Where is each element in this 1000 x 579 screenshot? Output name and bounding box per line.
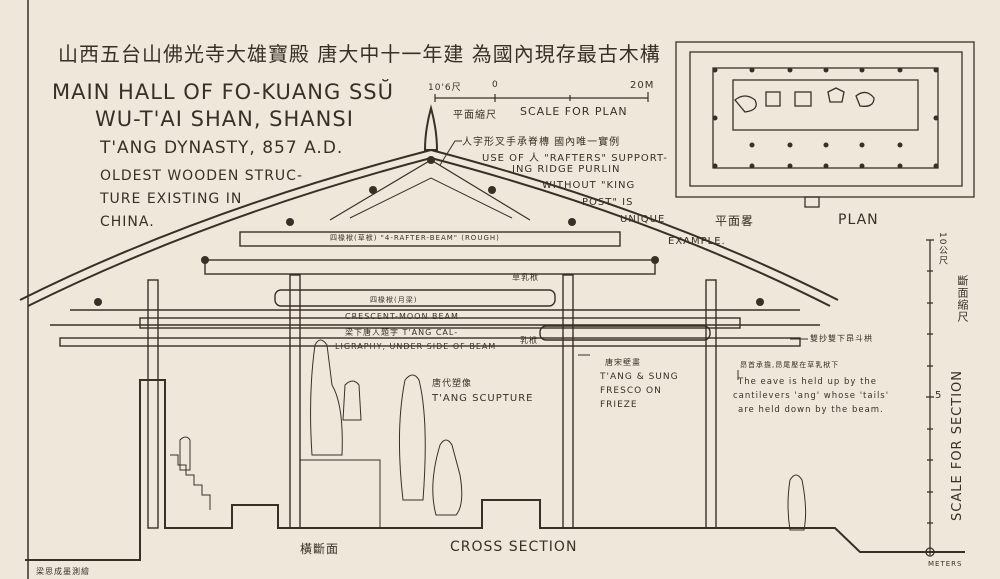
rafter-note-4: POST" IS (582, 197, 634, 208)
sculpture-english: T'ANG SCUPTURE (432, 393, 534, 404)
rafter-note-1: USE OF 人 "RAFTERS" SUPPORT- (482, 153, 668, 164)
purlins (94, 156, 764, 306)
eave-note-1: The eave is held up by the (738, 377, 878, 387)
section-scale-bar (925, 239, 935, 557)
plan-label-chinese: 平面畧 (715, 214, 755, 228)
note-line-1: OLDEST WOODEN STRUC- (100, 168, 304, 184)
cao-ru-fu-label: 草乳栿 (512, 273, 539, 282)
section-scale-chinese: 斷面縮尺 (956, 275, 969, 323)
section-scale-units: METERS (928, 560, 963, 568)
caption-chinese: 橫斷面 (300, 542, 340, 556)
note-line-3: CHINA. (100, 214, 155, 230)
plan-scale-chinese: 平面縮尺 (453, 110, 497, 121)
rafter-note-5: UNIQUE (620, 214, 666, 225)
fresco-2: FRESCO ON (600, 386, 662, 396)
leader-lines (439, 140, 808, 380)
subtitle-location: WU-T'AI SHAN, SHANSI (95, 107, 354, 131)
ru-fu-label: 乳栿 (520, 336, 538, 345)
rafter-note-chinese: 人字形叉手承脊槫 國內唯一實例 (462, 137, 621, 148)
plan-scale-english: SCALE FOR PLAN (520, 105, 628, 118)
section-scale-top: 10公尺 (937, 232, 947, 266)
platform (25, 379, 965, 561)
plan-scale-bar (434, 92, 649, 102)
bracket-label: 雙抄雙下昂斗栱 (810, 334, 873, 343)
dynasty-date: T'ANG DYNASTY, 857 A.D. (100, 138, 344, 158)
plan-label-english: PLAN (838, 212, 879, 228)
crescent-beam-3: LIGRAPHY, UNDER SIDE OF BEAM (335, 342, 497, 351)
four-rafter-beam-label: 四椽栿(草栿) "4-RAFTER-BEAM" (ROUGH) (330, 234, 500, 242)
note-line-2: TURE EXISTING IN (100, 191, 243, 207)
section-scale-english: SCALE FOR SECTION (950, 370, 965, 521)
fresco-1: T'ANG & SUNG (600, 372, 679, 382)
eave-note-3: are held down by the beam. (738, 405, 884, 415)
eave-chinese: 昂首承擔,昂尾壓在草乳栿下 (740, 361, 840, 369)
title-english: MAIN HALL OF FO-KUANG SSŬ (52, 80, 394, 104)
rafter-note-3: WITHOUT "KING (542, 180, 636, 191)
fresco-3: FRIEZE (600, 400, 638, 410)
plan-scale-left: 10'6尺 (428, 83, 462, 93)
crescent-beam-chinese: 四椽栿(月梁) (370, 296, 418, 304)
caption-english: CROSS SECTION (450, 539, 578, 555)
statues (179, 339, 807, 531)
beams (50, 231, 820, 347)
sculpture-chinese: 唐代塑像 (432, 379, 473, 389)
chinese-title: 山西五台山佛光寺大雄寶殿 唐大中十一年建 為國內現存最古木構 (58, 42, 661, 66)
crescent-beam-2: 梁下唐人題字 T'ANG CAL- (345, 328, 459, 337)
fresco-chinese: 唐宋壁畫 (605, 358, 641, 367)
rafter-note-6: EXAMPLE. (668, 236, 726, 247)
crescent-beam-1: CRESCENT-MOON BEAM (345, 312, 459, 321)
plan-scale-right: 20M (630, 80, 655, 91)
signature: 梁思成墨測繪 (36, 567, 90, 576)
eave-note-2: cantilevers 'ang' whose 'tails' (733, 391, 890, 401)
plan-scale-zero: 0 (492, 80, 499, 90)
section-scale-mid: 5 (935, 390, 943, 401)
rafter-note-2: ING RIDGE PURLIN (512, 164, 621, 175)
floor-plan (675, 41, 975, 208)
